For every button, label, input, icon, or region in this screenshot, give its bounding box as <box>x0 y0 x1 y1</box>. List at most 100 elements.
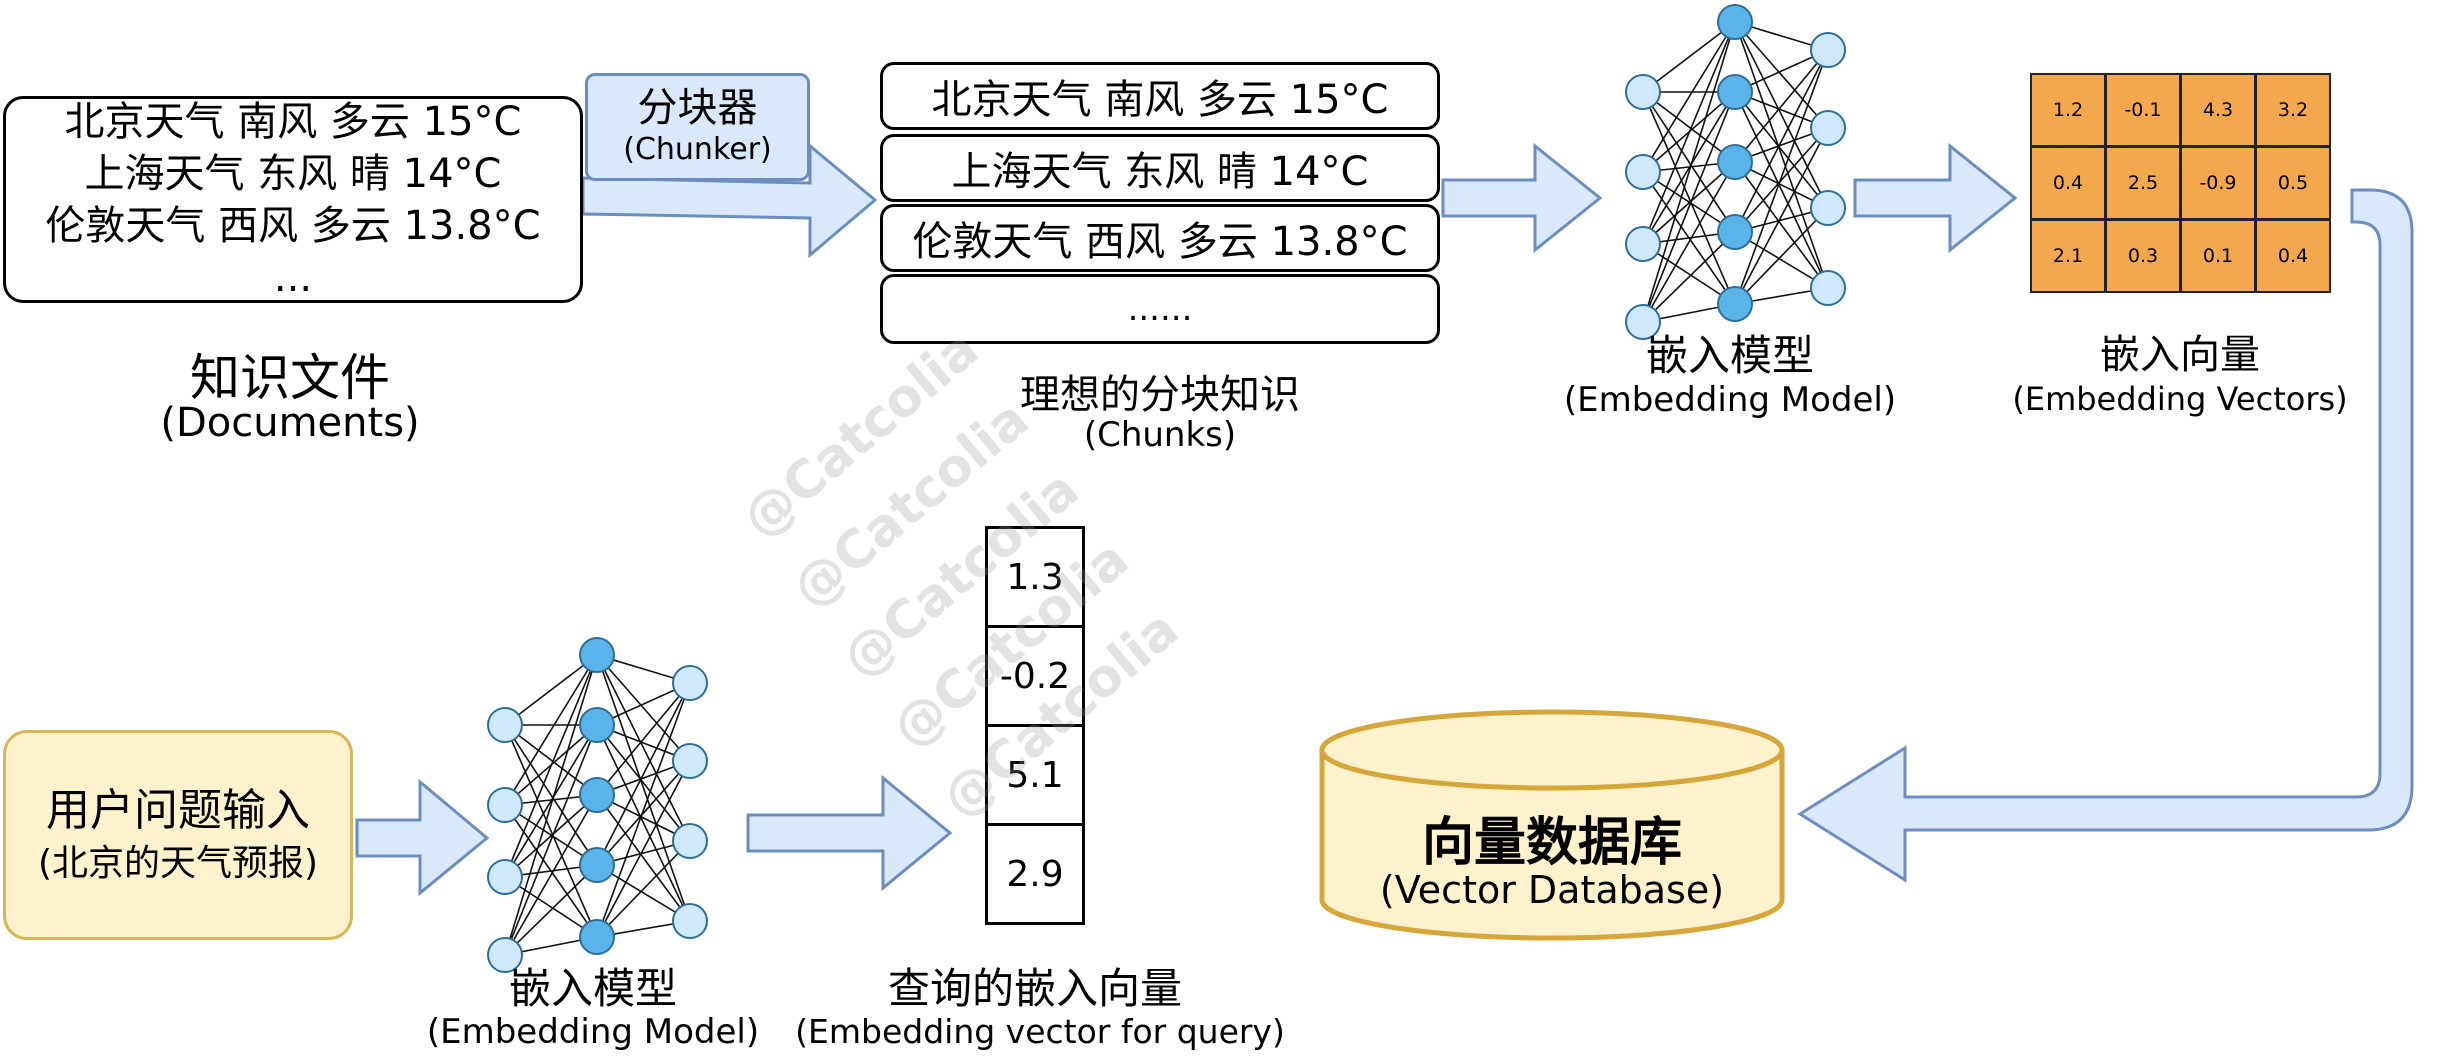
document-line: 上海天气 东风 晴 14°C <box>84 150 502 197</box>
arrow-chunks-to-model <box>1441 142 1603 254</box>
network-connection <box>596 724 691 842</box>
vector-database-title: 向量数据库 <box>1421 813 1682 873</box>
network-connection <box>1734 231 1829 289</box>
database-cylinder-icon <box>1319 709 1785 941</box>
network-connection <box>1642 243 1736 305</box>
matrix-cell: 0.1 <box>2180 219 2256 293</box>
matrix-cell: 0.5 <box>2255 146 2331 220</box>
query-vector-cell: -0.2 <box>985 625 1085 727</box>
network-connection <box>504 654 598 806</box>
embedding-model-subtitle: (Embedding Model) <box>1563 380 1897 420</box>
network-connection <box>596 864 691 922</box>
network-connection <box>1734 21 1829 289</box>
network-node <box>579 847 615 883</box>
network-connection <box>1734 161 1829 289</box>
network-connection <box>504 794 598 956</box>
network-node <box>1810 190 1846 226</box>
network-node <box>1625 226 1661 262</box>
network-node <box>487 937 523 973</box>
matrix-cell: 3.2 <box>2255 73 2331 147</box>
network-connection <box>596 840 691 938</box>
network-node <box>1810 110 1846 146</box>
documents-subtitle: (Documents) <box>160 400 420 446</box>
network-connection <box>596 760 691 866</box>
network-node <box>579 637 615 673</box>
network-connection <box>1642 21 1736 323</box>
embedding-model-title: 嵌入模型 <box>1645 331 1814 380</box>
chunker-sublabel: (Chunker) <box>623 132 772 167</box>
vector-database-subtitle: (Vector Database) <box>1379 868 1725 912</box>
network-node <box>1717 74 1753 110</box>
chunks-title: 理想的分块知识 <box>1020 372 1300 418</box>
network-connection <box>504 724 598 956</box>
document-line: 伦敦天气 西风 多云 13.8°C <box>45 202 541 249</box>
network-connection <box>504 654 598 956</box>
user-query-example: (北京的天气预报) <box>37 843 319 884</box>
network-connection <box>1734 49 1829 305</box>
network-connection <box>1734 127 1829 305</box>
network-connection <box>596 760 691 938</box>
network-node <box>487 859 523 895</box>
network-connection <box>504 724 598 796</box>
network-connection <box>596 654 691 762</box>
network-connection <box>1642 91 1736 163</box>
network-connection <box>504 654 598 726</box>
query-vector-cell: 5.1 <box>985 724 1085 826</box>
network-connection <box>1734 127 1829 233</box>
network-connection <box>596 724 691 922</box>
network-node <box>672 743 708 779</box>
document-line: 北京天气 南风 多云 15°C <box>64 98 522 145</box>
network-node <box>1625 74 1661 110</box>
matrix-cell: 1.2 <box>2030 73 2106 147</box>
embedding-vectors-title: 嵌入向量 <box>2100 332 2260 378</box>
chunk-item: 北京天气 南风 多云 15°C <box>880 62 1440 130</box>
arrow-model-to-vectors <box>1853 142 2018 254</box>
matrix-cell: 2.5 <box>2105 146 2181 220</box>
network-connection <box>596 682 691 796</box>
document-line: ... <box>273 254 313 301</box>
network-node <box>672 665 708 701</box>
network-connection <box>1642 21 1736 93</box>
chunk-item: ...... <box>880 274 1440 344</box>
network-node <box>579 919 615 955</box>
network-connection <box>1642 91 1736 323</box>
matrix-cell: 0.4 <box>2030 146 2106 220</box>
network-connection <box>1642 91 1736 305</box>
network-node <box>579 777 615 813</box>
network-connection <box>596 654 691 922</box>
network-connection <box>1642 161 1736 245</box>
network-connection <box>504 724 598 938</box>
chunk-item: 上海天气 东风 晴 14°C <box>880 134 1440 202</box>
chunks-subtitle: (Chunks) <box>1083 415 1237 455</box>
neural-network-icon <box>487 637 708 973</box>
network-connection <box>596 794 691 922</box>
network-connection <box>1734 21 1829 209</box>
network-node <box>672 823 708 859</box>
network-node <box>1625 154 1661 190</box>
network-connection <box>1642 231 1736 323</box>
network-node <box>1717 144 1753 180</box>
arrow-query-to-model <box>355 778 490 897</box>
embedding-model-subtitle: (Embedding Model) <box>426 1012 760 1052</box>
network-connection <box>1734 91 1829 289</box>
arrow-model-to-query-vector <box>746 774 953 892</box>
network-node <box>487 707 523 743</box>
network-node <box>579 707 615 743</box>
network-node <box>1717 214 1753 250</box>
network-connection <box>1734 49 1829 233</box>
user-query-label: 用户问题输入 <box>46 785 310 836</box>
network-connection <box>504 724 598 878</box>
network-connection <box>1734 91 1829 209</box>
embedding-model-title: 嵌入模型 <box>508 964 677 1013</box>
query-vector-title: 查询的嵌入向量 <box>887 964 1182 1013</box>
chunker-label: 分块器 <box>637 85 758 131</box>
network-connection <box>1734 49 1829 163</box>
embedding-vectors-subtitle: (Embedding Vectors) <box>2012 380 2348 418</box>
network-node <box>672 903 708 939</box>
network-connection <box>596 682 691 938</box>
network-connection <box>504 724 598 866</box>
network-connection <box>504 864 598 956</box>
network-connection <box>1642 161 1736 323</box>
